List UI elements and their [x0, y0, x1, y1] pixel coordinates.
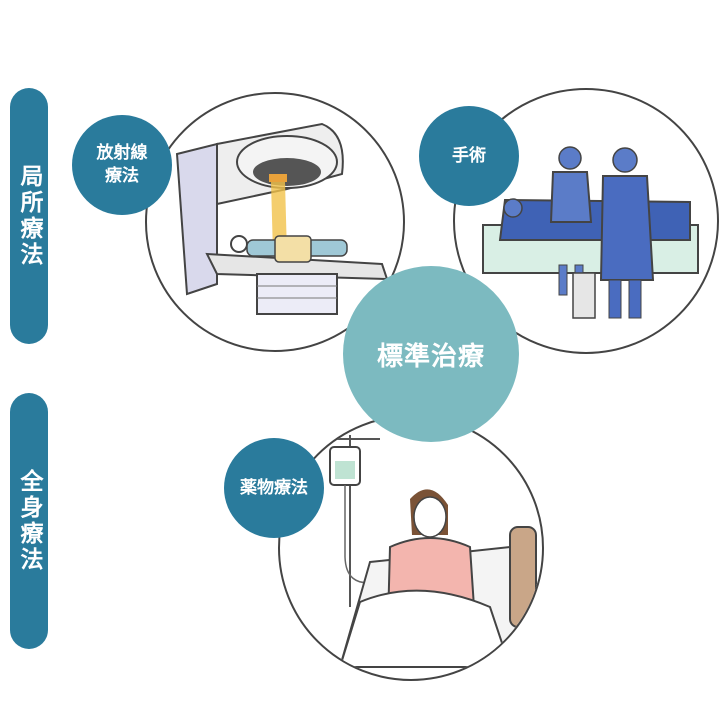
drug-therapy-badge: 薬物療法: [224, 438, 324, 538]
category-systemic-label: 全身療法: [16, 469, 42, 573]
radiation-machine-illustration: [175, 122, 389, 315]
radiation-therapy-badge: 放射線 療法: [72, 115, 172, 215]
surgery-label: 手術: [452, 145, 486, 166]
radiation-therapy-label-line1: 放射線: [96, 143, 148, 164]
surgery-illustration: [482, 146, 699, 319]
category-local-label: 局所療法: [16, 164, 42, 268]
drug-therapy-label: 薬物療法: [240, 477, 308, 498]
radiation-scene: [145, 92, 405, 352]
drug-therapy-scene: [278, 415, 544, 681]
iv-drip-illustration: [329, 435, 537, 668]
category-systemic-therapy: 全身療法: [10, 393, 48, 649]
surgery-badge: 手術: [419, 106, 519, 206]
category-local-therapy: 局所療法: [10, 88, 48, 344]
radiation-therapy-label-line2: 療法: [105, 166, 139, 186]
standard-treatment-center: 標準治療: [343, 266, 519, 442]
standard-treatment-label: 標準治療: [376, 341, 485, 372]
